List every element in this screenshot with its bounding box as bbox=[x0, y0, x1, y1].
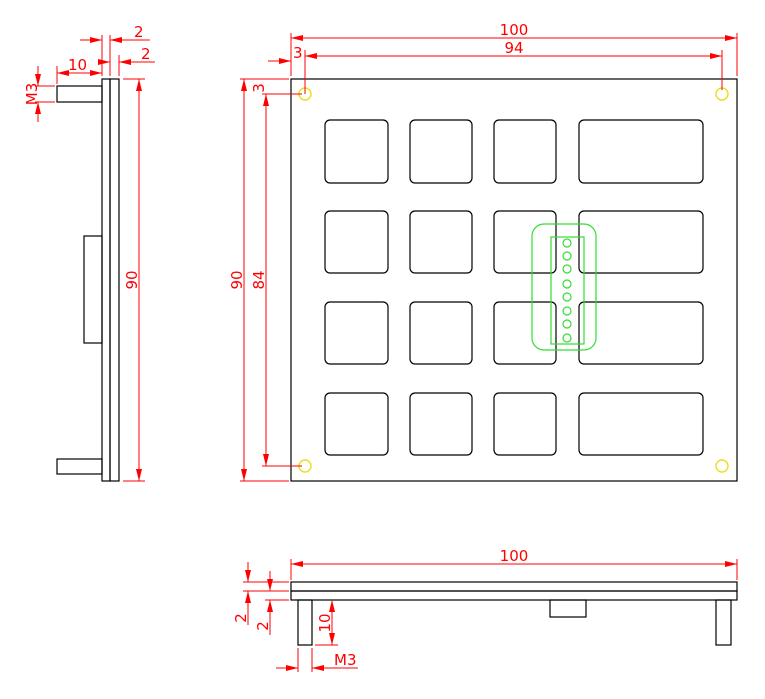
mounting-holes bbox=[298, 87, 729, 473]
bottom-board-b-dim: 2 bbox=[254, 621, 272, 631]
bottom-thread-dim: M3 bbox=[334, 651, 357, 669]
bottom-view: 100 2 2 10 M3 bbox=[232, 547, 738, 672]
front-view: 100 94 3 90 84 3 bbox=[228, 21, 738, 482]
board-outline bbox=[290, 78, 738, 482]
front-offset-y-dim: 3 bbox=[250, 83, 268, 93]
standoff-right bbox=[715, 599, 732, 646]
board-layer-a bbox=[290, 581, 738, 592]
connector-outline bbox=[531, 223, 597, 351]
key-grid bbox=[324, 119, 704, 456]
front-width-dim: 100 bbox=[500, 21, 529, 39]
board-layer-a bbox=[101, 78, 111, 482]
standoff-left bbox=[297, 599, 313, 646]
side-view: 90 2 2 10 M3 bbox=[23, 23, 155, 482]
side-standoff-dim: 10 bbox=[68, 56, 87, 74]
bottom-width-dim: 100 bbox=[500, 547, 529, 565]
board-layer-b bbox=[109, 78, 120, 482]
standoff-bottom bbox=[56, 458, 103, 475]
bottom-component bbox=[549, 599, 587, 618]
bottom-standoff-dim: 10 bbox=[316, 613, 334, 632]
front-height-dim: 90 bbox=[228, 270, 246, 289]
bottom-board-a-dim: 2 bbox=[232, 613, 250, 623]
side-height-dim: 90 bbox=[123, 270, 141, 289]
board-layer-b bbox=[290, 590, 738, 601]
front-hole-span-x-dim: 94 bbox=[504, 39, 523, 57]
side-board-b-dim: 2 bbox=[141, 45, 151, 63]
front-offset-x-dim: 3 bbox=[293, 44, 303, 62]
side-component bbox=[83, 235, 103, 344]
front-hole-span-y-dim: 84 bbox=[250, 270, 268, 289]
side-board-a-dim: 2 bbox=[134, 23, 144, 41]
standoff-top bbox=[56, 85, 103, 103]
side-thread-dim: M3 bbox=[23, 83, 41, 106]
